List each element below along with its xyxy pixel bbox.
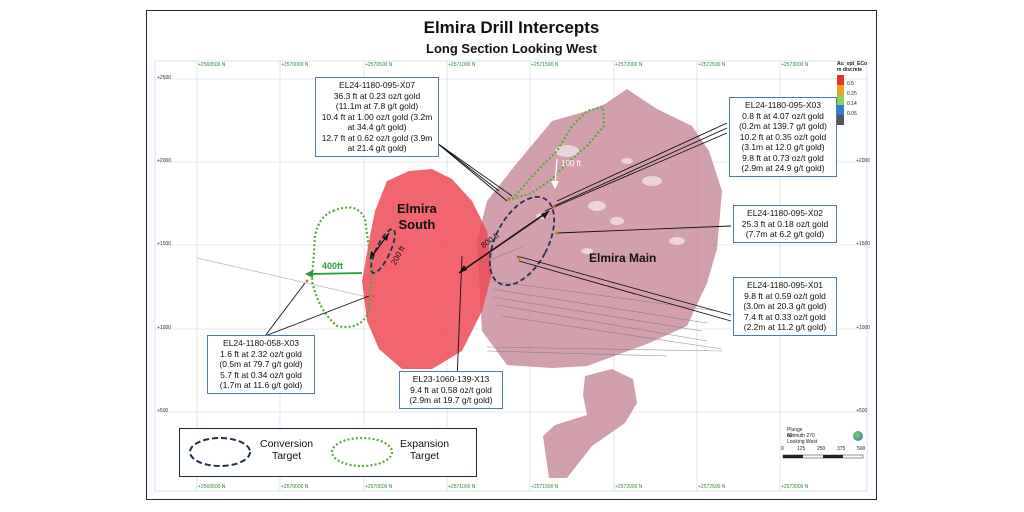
scale-tick: 125 — [797, 446, 806, 452]
leader-lines — [264, 122, 732, 382]
northing-label-bottom: +2570500 N — [365, 484, 393, 490]
color-label: 0.5 — [847, 81, 854, 87]
intercept-markers — [305, 197, 559, 298]
color-label: 0.14 — [847, 101, 857, 107]
elevation-label-right: +1500 — [856, 241, 871, 247]
color-swatch — [837, 115, 844, 125]
color-label: 0.25 — [847, 91, 857, 97]
northing-label-bottom: +2569500 N — [198, 484, 226, 490]
elmira-main-label: Elmira Main — [589, 251, 657, 265]
figure-subtitle: Long Section Looking West — [426, 41, 597, 56]
elmira-south-body — [362, 169, 492, 369]
legend-conversion-label: Conversion Target — [260, 438, 314, 462]
legend: Conversion Target Expansion Target — [179, 428, 477, 477]
northing-label: +2572000 N — [615, 62, 643, 68]
northing-label: +2570500 N — [365, 62, 393, 68]
elevation-label: +1500 — [157, 241, 172, 247]
northing-label-bottom: +2573000 N — [781, 484, 809, 490]
elevation-label-right: +1000 — [856, 325, 871, 331]
color-label: 0.05 — [847, 111, 857, 117]
northing-label: +2573000 N — [781, 62, 809, 68]
color-swatch — [837, 95, 844, 105]
scale-tick: 375 — [837, 446, 846, 452]
elevation-label: +1000 — [157, 325, 172, 331]
azimuth-label: Azimuth 270 — [787, 433, 815, 439]
drill-trace — [196, 257, 373, 299]
elevation-label: +2000 — [157, 158, 172, 164]
grade-color-bar: Au_opt_ECo m discrete 0.5 0.25 0.14 0.05 — [837, 61, 867, 125]
northing-label-bottom: +2571000 N — [448, 484, 476, 490]
color-swatch — [837, 105, 844, 115]
conversion-target-swatch — [189, 437, 251, 467]
dim-100ft: 100 ft — [561, 159, 582, 168]
plunge-label: Plunge 00 — [787, 427, 803, 439]
northing-label-bottom: +2572500 N — [698, 484, 726, 490]
elmira-main-body — [477, 89, 722, 478]
northing-label-bottom: +2572000 N — [615, 484, 643, 490]
color-swatch — [837, 85, 844, 95]
northing-label-bottom: +2571500 N — [531, 484, 559, 490]
northing-label: +2571000 N — [448, 62, 476, 68]
northing-label-bottom: +2570000 N — [281, 484, 309, 490]
scale-tick: 250 — [817, 446, 826, 452]
globe-icon — [853, 431, 863, 441]
northing-label: +2572500 N — [698, 62, 726, 68]
dim-400ft: 400ft — [322, 261, 344, 271]
figure-frame: Elmira Drill Intercepts Long Section Loo… — [146, 10, 877, 500]
scale-tick: 500 — [857, 446, 866, 452]
northing-label: +2571500 N — [531, 62, 559, 68]
northing-label: +2569500 N — [198, 62, 226, 68]
figure-title: Elmira Drill Intercepts — [423, 18, 600, 37]
color-swatch — [837, 75, 844, 85]
northing-label: +2570000 N — [281, 62, 309, 68]
elevation-label: +500 — [157, 408, 169, 414]
color-bar-title: Au_opt_ECo m discrete — [837, 61, 867, 73]
expansion-targets — [310, 105, 606, 329]
legend-expansion-label: Expansion Target — [400, 438, 450, 462]
elevation-label-right: +2000 — [856, 158, 871, 164]
looking-label: Looking West — [787, 439, 818, 445]
expansion-target-swatch — [330, 436, 394, 468]
elevation-label: +2500 — [157, 75, 172, 81]
scale-tick: 0 — [781, 446, 784, 452]
conversion-targets — [370, 195, 556, 287]
elevation-label-right: +500 — [856, 408, 868, 414]
dimension-arrows — [305, 158, 559, 278]
section-drawing — [154, 60, 868, 492]
